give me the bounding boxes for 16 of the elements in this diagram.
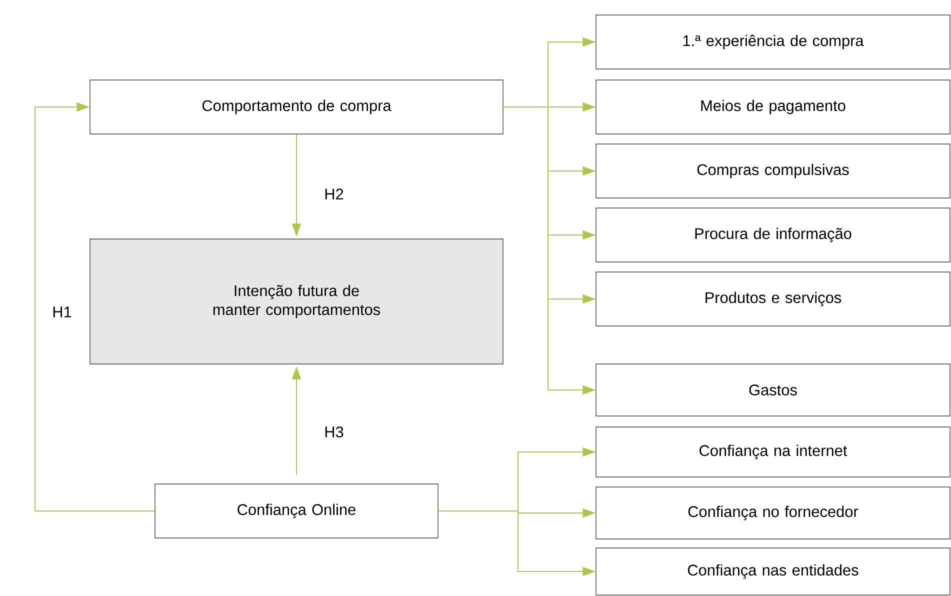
box: 1.ª experiência de compra	[596, 14, 950, 70]
box: Confiança no fornecedor	[596, 486, 950, 540]
box: Produtos e serviços	[596, 272, 950, 326]
box: Procura de informação	[596, 208, 950, 262]
box: Confiança Online	[154, 484, 438, 538]
arrow	[34, 102, 156, 512]
box: Confiança na internet	[596, 426, 950, 478]
box: Confiança nas entidades	[596, 548, 950, 596]
edge-label: H3	[323, 426, 345, 438]
edge-label: H1	[51, 306, 73, 318]
box: Gastos	[596, 364, 950, 416]
box: Compras compulsivas	[596, 144, 950, 198]
box: Meios de pagamento	[596, 80, 950, 134]
box: Comportamento de compra	[90, 80, 504, 134]
edge-label: H2	[323, 188, 345, 200]
highlighted-box: Intenção futura de manter comportamentos	[90, 238, 504, 364]
